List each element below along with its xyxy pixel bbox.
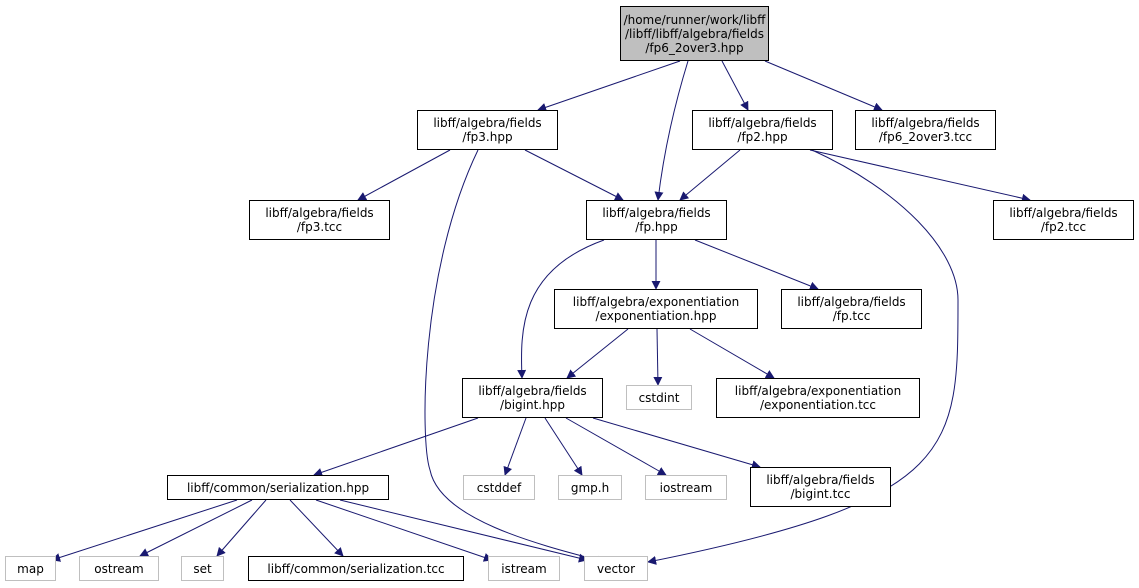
node-exponentiation-hpp[interactable]: libff/algebra/exponentiation /exponentia…: [554, 289, 758, 329]
node-fp-tcc-line-1: libff/algebra/fields: [797, 295, 906, 309]
node-gmp-h: gmp.h: [558, 475, 622, 500]
node-serialization-tcc-label: libff/common/serialization.tcc: [267, 561, 445, 576]
edge-root-to-fp-hpp: [654, 60, 689, 201]
edge-fp2-hpp-to-fp2-tcc: [809, 149, 1031, 203]
edge-serialization-to-set: [216, 499, 267, 557]
node-exponentiation-tcc-line-1: libff/algebra/exponentiation: [734, 384, 902, 398]
node-fp3-hpp-line-1: libff/algebra/fields: [433, 116, 542, 130]
edge-serialization-to-map: [51, 499, 238, 562]
node-exponentiation-hpp-line-1: libff/algebra/exponentiation: [572, 295, 740, 309]
node-fp2-tcc-line-1: libff/algebra/fields: [1009, 206, 1118, 220]
node-fp2-hpp-line-1: libff/algebra/fields: [708, 116, 817, 130]
edge-fp2-hpp-to-fp-hpp: [679, 149, 741, 201]
node-fp-hpp-line-2: /fp.hpp: [635, 220, 678, 234]
node-iostream-label: iostream: [659, 480, 713, 495]
node-fp2-hpp-line-2: /fp2.hpp: [737, 130, 788, 144]
edge-root-to-fp6-tcc: [764, 60, 883, 112]
node-iostream: iostream: [645, 475, 727, 500]
node-fp-hpp[interactable]: libff/algebra/fields /fp.hpp: [586, 200, 727, 240]
node-exponentiation-tcc[interactable]: libff/algebra/exponentiation /exponentia…: [716, 378, 920, 418]
node-exponentiation-hpp-line-2: /exponentiation.hpp: [595, 309, 717, 323]
node-fp6-2over3-hpp-line-2: /libff/libff/algebra/fields: [624, 26, 764, 41]
node-bigint-hpp-line-1: libff/algebra/fields: [478, 384, 587, 398]
node-fp6-2over3-hpp-line-1: /home/runner/work/libff: [623, 12, 766, 27]
node-fp6-2over3-tcc-line-1: libff/algebra/fields: [871, 116, 980, 130]
edge-root-to-fp2-hpp: [721, 60, 749, 111]
edge-serialization-to-istream: [315, 499, 493, 562]
node-fp6-2over3-hpp: /home/runner/work/libff /libff/libff/alg…: [620, 6, 769, 61]
node-serialization-hpp[interactable]: libff/common/serialization.hpp: [167, 475, 389, 500]
edge-bigint-to-bigint-tcc: [592, 417, 761, 470]
node-vector: vector: [584, 556, 648, 581]
edge-fp-hpp-to-fp-tcc: [694, 239, 819, 291]
node-cstddef-label: cstddef: [476, 480, 522, 495]
edge-exponentiation-to-cstdint: [653, 328, 663, 386]
node-bigint-hpp[interactable]: libff/algebra/fields /bigint.hpp: [462, 378, 603, 418]
node-fp3-tcc[interactable]: libff/algebra/fields /fp3.tcc: [249, 200, 390, 240]
node-fp2-tcc-line-2: /fp2.tcc: [1040, 220, 1087, 234]
node-fp-tcc-line-2: /fp.tcc: [832, 309, 871, 323]
node-fp6-2over3-hpp-line-3: /fp6_2over3.hpp: [645, 40, 744, 55]
node-serialization-tcc[interactable]: libff/common/serialization.tcc: [248, 556, 464, 581]
node-fp2-hpp[interactable]: libff/algebra/fields /fp2.hpp: [692, 110, 833, 150]
node-bigint-hpp-line-2: /bigint.hpp: [500, 398, 565, 412]
node-serialization-hpp-label: libff/common/serialization.hpp: [186, 480, 370, 495]
node-istream-label: istream: [501, 561, 547, 576]
node-ostream: ostream: [79, 556, 159, 581]
edge-serialization-to-ostream: [139, 499, 253, 557]
node-fp2-tcc[interactable]: libff/algebra/fields /fp2.tcc: [993, 200, 1134, 240]
edge-fp3-hpp-to-fp3-tcc: [357, 149, 451, 201]
edge-serialization-to-vector: [339, 499, 588, 563]
node-fp3-tcc-line-1: libff/algebra/fields: [265, 206, 374, 220]
edge-fp-hpp-to-bigint-hpp: [517, 239, 605, 379]
node-exponentiation-tcc-line-2: /exponentiation.tcc: [760, 398, 876, 412]
node-fp-tcc[interactable]: libff/algebra/fields /fp.tcc: [781, 289, 922, 329]
node-cstdint: cstdint: [626, 385, 692, 410]
node-bigint-tcc-line-1: libff/algebra/fields: [766, 473, 875, 487]
node-fp6-2over3-tcc[interactable]: libff/algebra/fields /fp6_2over3.tcc: [855, 110, 996, 150]
node-set-label: set: [193, 561, 212, 576]
node-map: map: [5, 556, 56, 581]
node-set: set: [181, 556, 224, 581]
edge-fp3-hpp-to-fp-hpp: [524, 149, 624, 201]
edge-fp2-hpp-to-vector: [647, 149, 959, 565]
edge-bigint-to-cstddef: [503, 417, 527, 476]
node-fp-hpp-line-1: libff/algebra/fields: [602, 206, 711, 220]
node-fp6-2over3-tcc-line-2: /fp6_2over3.tcc: [878, 130, 973, 144]
node-ostream-label: ostream: [94, 561, 144, 576]
node-cstddef: cstddef: [463, 475, 535, 500]
edge-bigint-to-gmp-h: [544, 417, 583, 476]
edge-exponentiation-to-bigint: [566, 328, 629, 379]
node-cstdint-label: cstdint: [638, 390, 680, 405]
node-gmp-h-label: gmp.h: [570, 480, 610, 495]
edge-root-to-fp3-hpp: [537, 60, 681, 112]
node-bigint-tcc-line-2: /bigint.tcc: [790, 487, 851, 501]
node-fp3-tcc-line-2: /fp3.tcc: [296, 220, 343, 234]
node-vector-label: vector: [596, 561, 636, 576]
node-fp3-hpp[interactable]: libff/algebra/fields /fp3.hpp: [417, 110, 558, 150]
edge-exponentiation-to-exp-tcc: [689, 328, 775, 379]
node-map-label: map: [17, 561, 44, 576]
edge-bigint-to-iostream: [565, 417, 667, 476]
edge-fp3-hpp-to-vector: [424, 149, 606, 565]
edge-serialization-to-ser-tcc: [289, 499, 344, 557]
edge-bigint-to-serialization: [313, 417, 479, 477]
node-istream: istream: [488, 556, 560, 581]
node-fp3-hpp-line-2: /fp3.hpp: [462, 130, 513, 144]
node-bigint-tcc[interactable]: libff/algebra/fields /bigint.tcc: [750, 467, 891, 507]
